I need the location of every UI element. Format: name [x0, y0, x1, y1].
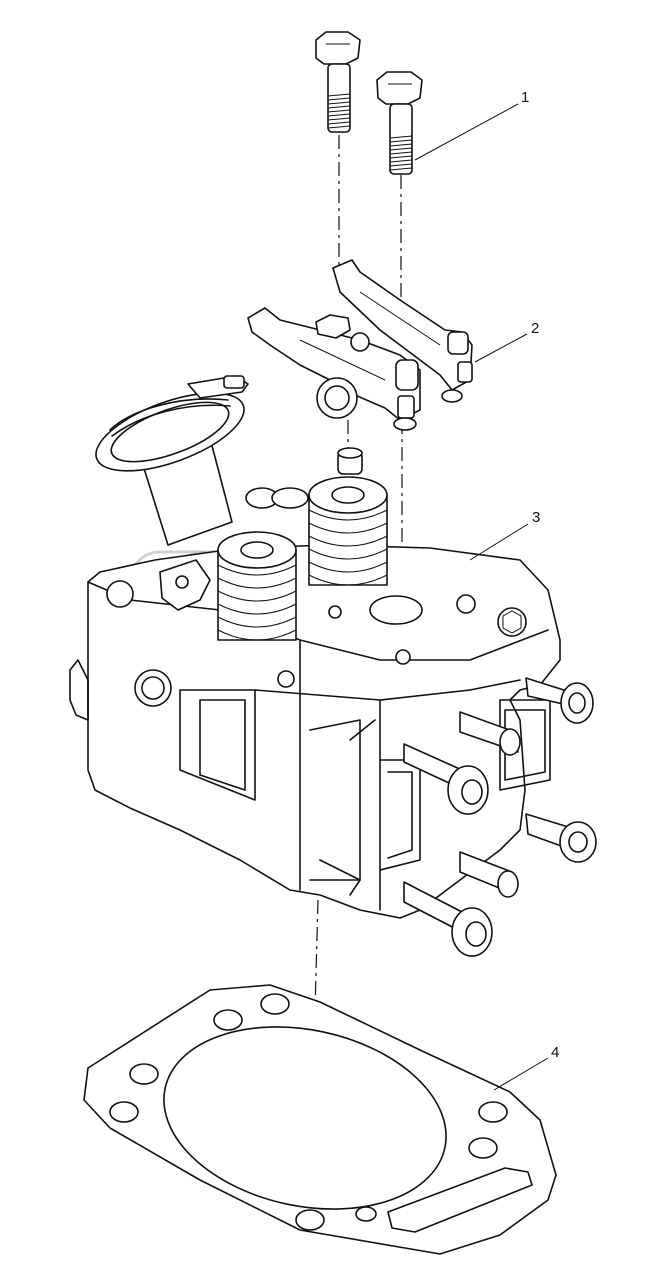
head-gasket	[83, 984, 557, 1255]
valve-spring-left	[217, 531, 297, 641]
valve-spring-right	[308, 476, 388, 586]
leader-lines	[414, 103, 549, 1091]
callout-1: 1	[521, 89, 529, 106]
bolt-left	[315, 31, 361, 133]
cylinder-head	[69, 375, 597, 957]
callout-4: 4	[551, 1044, 559, 1061]
studs	[403, 677, 597, 957]
callout-3: 3	[532, 509, 540, 526]
callout-2: 2	[531, 320, 539, 337]
bolt-right	[376, 71, 423, 175]
rocker-arm-assembly	[247, 259, 473, 431]
